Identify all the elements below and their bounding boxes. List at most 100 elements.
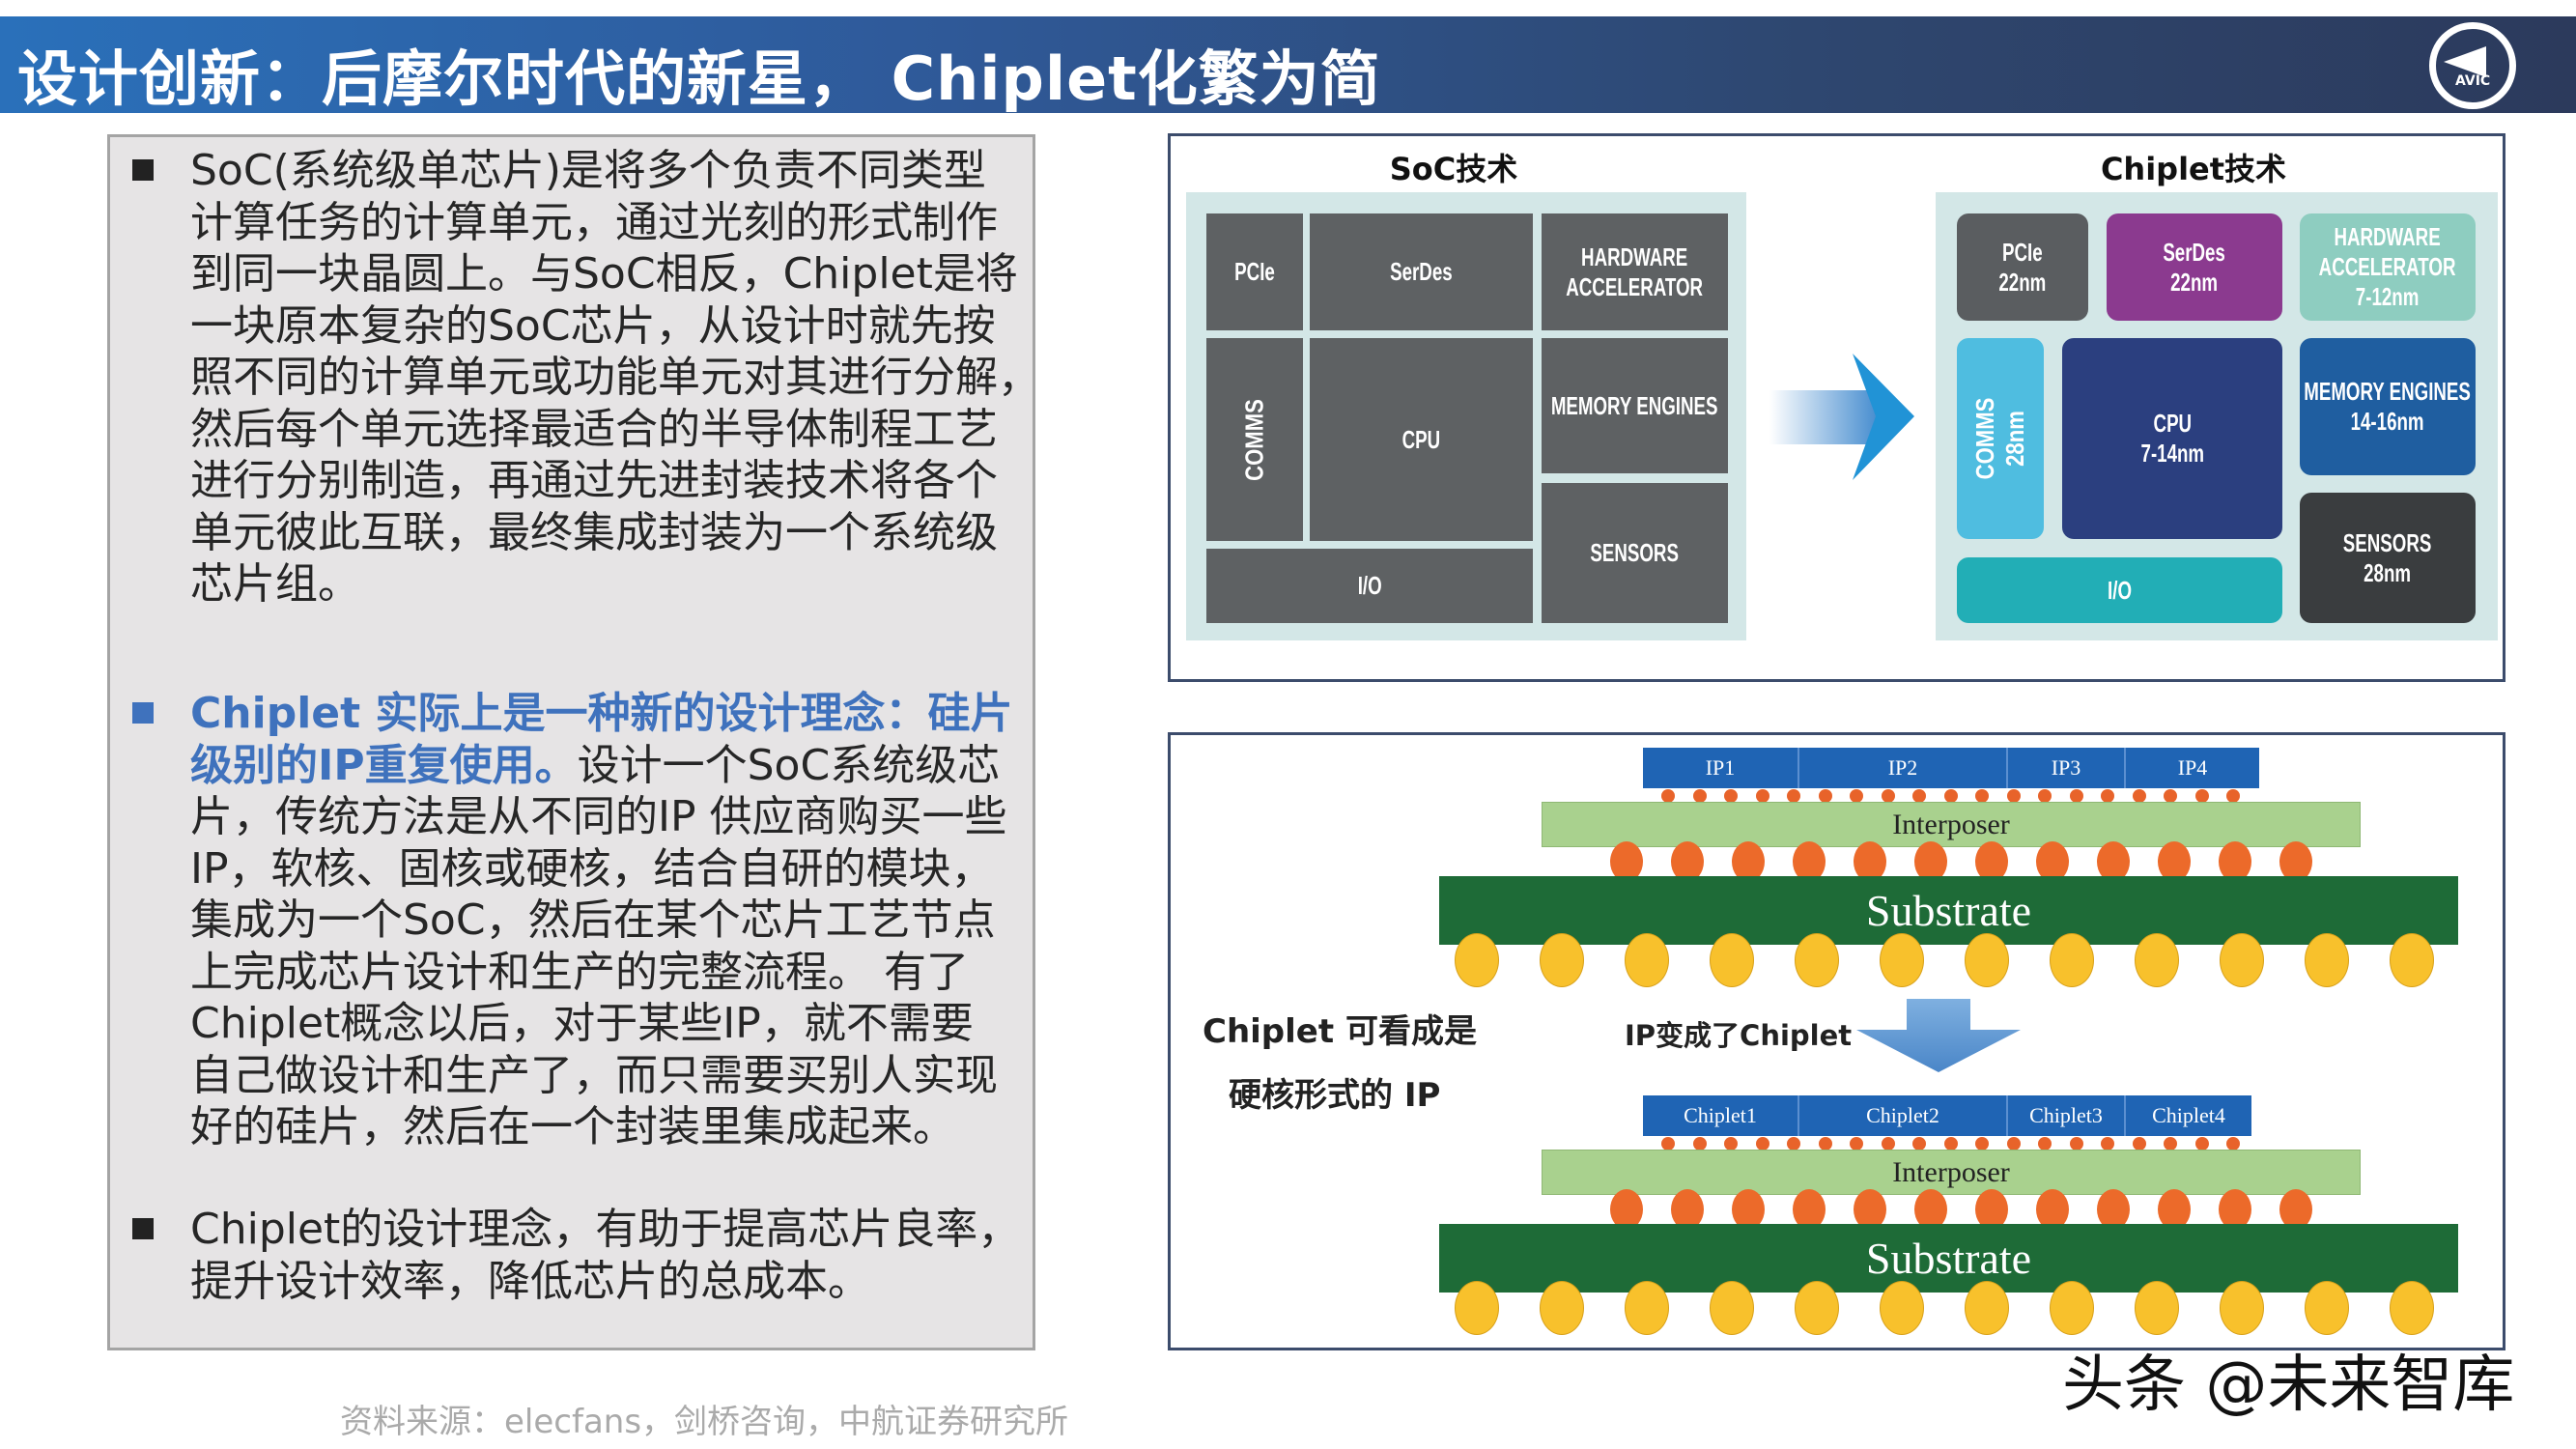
text-line: 然后每个单元选择最适合的半导体制程工艺: [190, 404, 998, 454]
text-line: 一块原本复杂的SoC芯片，从设计时就先按: [190, 300, 996, 351]
micro-bump: [1943, 1137, 1958, 1151]
c4-bump: [2097, 1189, 2130, 1230]
text-line: 单元彼此互联，最终集成封装为一个系统级: [190, 507, 998, 557]
text-line: Chiplet概念以后，对于某些IP，就不需要: [190, 999, 974, 1048]
text-line: 自己做设计和生产了，而只需要买别人实现: [190, 1050, 998, 1100]
text-line: 到同一块晶圆上。与SoC相反，Chiplet是将: [190, 249, 1018, 298]
c4-bump: [2219, 1189, 2251, 1230]
block-name: HARDWARE ACCELERATOR: [1566, 242, 1704, 301]
micro-bump: [1692, 1137, 1707, 1151]
c4-bump: [2036, 1189, 2069, 1230]
bga-ball: [1455, 1281, 1499, 1335]
watermark: 头条 @未来智库: [2062, 1350, 2515, 1421]
micro-bump: [1818, 789, 1832, 803]
soc-title: SoC技术: [1389, 151, 1518, 187]
block-name: SerDes: [2163, 237, 2226, 267]
text-line: 集成为一个SoC，然后在某个芯片工艺节点: [190, 895, 996, 945]
process-node: 22nm: [1998, 267, 2047, 297]
chiplet-block: Chiplet3: [2008, 1095, 2126, 1136]
chiplet-block-io: I/O: [1957, 557, 2282, 623]
soc-block-cpu: CPU: [1310, 338, 1533, 541]
down-arrow-icon: [1856, 999, 2021, 1072]
c4-bump: [1975, 1189, 2008, 1230]
bga-ball: [2050, 933, 2094, 987]
avic-logo-icon: AVIC: [2429, 22, 2516, 109]
interposer-layer: Interposer: [1542, 802, 2361, 847]
interposer-layer: Interposer: [1542, 1150, 2361, 1195]
block-name: CPU: [1401, 424, 1441, 454]
micro-bump: [2038, 789, 2052, 803]
c4-bump: [1732, 1189, 1765, 1230]
bga-ball: [1540, 1281, 1584, 1335]
text-line: Chiplet的设计理念，有助于提高芯片良率，: [190, 1205, 1021, 1254]
micro-bump: [1692, 789, 1707, 803]
micro-bump: [1787, 789, 1800, 803]
ip-block: IP1: [1643, 748, 1799, 788]
page-title: 设计创新：后摩尔时代的新星， Chiplet化繁为简: [17, 43, 1381, 114]
micro-bump: [1912, 789, 1926, 803]
text-line: 好的硅片，然后在一个封装里集成起来。: [190, 1102, 955, 1151]
micro-bump: [1724, 789, 1738, 803]
text-line: 照不同的计算单元或功能单元对其进行分解，: [190, 353, 1040, 402]
process-node: 28nm: [2364, 557, 2412, 587]
micro-bump: [2132, 1137, 2146, 1151]
bga-ball: [2220, 1281, 2264, 1335]
block-name: SerDes: [1390, 257, 1453, 286]
text-line: SoC(系统级单芯片)是将多个负责不同类型: [190, 146, 986, 195]
micro-bump: [1881, 1137, 1895, 1151]
bga-ball: [1625, 933, 1669, 987]
micro-bump: [2164, 789, 2177, 803]
c4-bump: [1793, 841, 1826, 882]
text-line: IP，软核、固核或硬核，结合自研的模块，: [190, 843, 994, 894]
bga-ball: [2305, 933, 2349, 987]
micro-bump: [1818, 1137, 1832, 1151]
bga-ball: [2050, 1281, 2094, 1335]
ip-block: IP4: [2177, 755, 2208, 780]
arrow-label: IP变成了Chiplet: [1625, 1019, 1853, 1052]
highlight-line: Chiplet 实际上是一种新的设计理念：硅片: [190, 689, 1013, 738]
c4-bump: [1793, 1189, 1826, 1230]
block-name: I/O: [2108, 575, 2132, 605]
bga-ball: [1795, 933, 1839, 987]
text-line: 芯片组。: [190, 559, 360, 609]
bga-ball: [2390, 933, 2434, 987]
soc-block-io: I/O: [1206, 549, 1533, 623]
soc-block-pcie: PCIe: [1206, 213, 1303, 330]
text-line: 进行分别制造，再通过先进封装技术将各个: [190, 456, 998, 505]
c4-bump: [1854, 1189, 1886, 1230]
c4-bump: [2219, 841, 2251, 882]
micro-bump: [2194, 789, 2209, 803]
process-node: 14-16nm: [2351, 407, 2424, 436]
c4-bump: [1854, 841, 1886, 882]
micro-bump: [2132, 789, 2146, 803]
block-name: MEMORY ENGINES: [1551, 390, 1718, 420]
micro-bump: [1850, 1137, 1863, 1151]
block-name: SENSORS: [2343, 527, 2432, 557]
c4-bump: [2279, 1189, 2312, 1230]
paragraph-soc: SoC(系统级单芯片)是将多个负责不同类型计算任务的计算单元，通过光刻的形式制作…: [132, 145, 1040, 611]
title-bar: 设计创新：后摩尔时代的新星， Chiplet化繁为简 AVIC: [0, 16, 2576, 114]
text-line: 上完成芯片设计和生产的完整流程。 有了: [190, 947, 969, 997]
block-name: MEMORY ENGINES: [2304, 377, 2472, 406]
text-panel: SoC(系统级单芯片)是将多个负责不同类型计算任务的计算单元，通过光刻的形式制作…: [107, 134, 1040, 1350]
micro-bump: [1975, 789, 1989, 803]
bga-ball: [1710, 933, 1754, 987]
micro-bump: [1661, 789, 1675, 803]
bullet-icon: [132, 702, 154, 724]
chiplet-block: Chiplet4: [2152, 1103, 2225, 1127]
micro-bump: [2226, 789, 2240, 803]
micro-bump: [2006, 789, 2021, 803]
micro-bump: [2038, 1137, 2052, 1151]
bga-ball: [2220, 933, 2264, 987]
c4-bump: [1975, 841, 2008, 882]
bga-ball: [1880, 1281, 1924, 1335]
block-name: COMMS: [1239, 398, 1269, 481]
micro-bump: [1912, 1137, 1926, 1151]
bga-ball: [1880, 933, 1924, 987]
bga-ball: [1795, 1281, 1839, 1335]
